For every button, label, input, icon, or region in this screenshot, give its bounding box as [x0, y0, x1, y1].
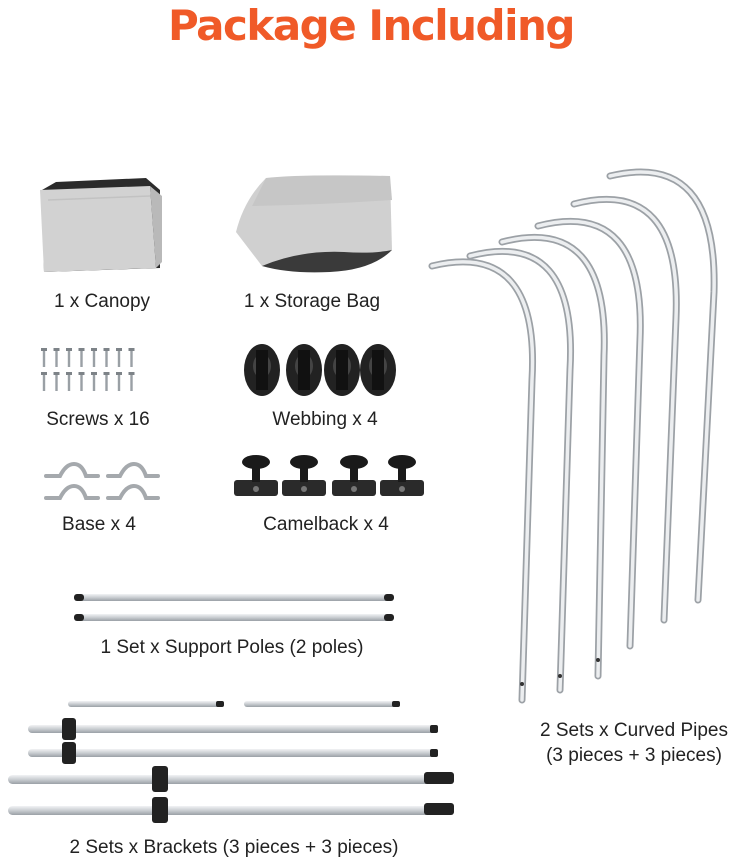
webbing-label: Webbing x 4: [272, 409, 378, 430]
brackets-image: [8, 701, 454, 823]
base-label: Base x 4: [62, 514, 136, 535]
storage-bag-image: [236, 175, 392, 273]
canopy-label: 1 x Canopy: [53, 291, 151, 312]
camelback-image: [234, 455, 424, 496]
page-title: Package Including: [168, 1, 575, 50]
screws-image: [41, 348, 135, 391]
storage-bag-label: 1 x Storage Bag: [243, 291, 381, 312]
curved-pipes-label: 2 Sets x Curved Pipes: [540, 720, 728, 741]
webbing-image: [244, 344, 396, 396]
base-image: [44, 461, 160, 500]
canopy-image: [40, 178, 162, 272]
curved-pipes-sublabel: (3 pieces + 3 pieces): [546, 745, 722, 766]
support-poles-image: [74, 594, 394, 621]
curved-pipes-image: [428, 168, 718, 704]
support-poles-label: 1 Set x Support Poles (2 poles): [100, 637, 364, 658]
screws-label: Screws x 16: [46, 409, 150, 430]
brackets-label: 2 Sets x Brackets (3 pieces + 3 pieces): [69, 837, 399, 858]
camelback-label: Camelback x 4: [263, 514, 389, 535]
